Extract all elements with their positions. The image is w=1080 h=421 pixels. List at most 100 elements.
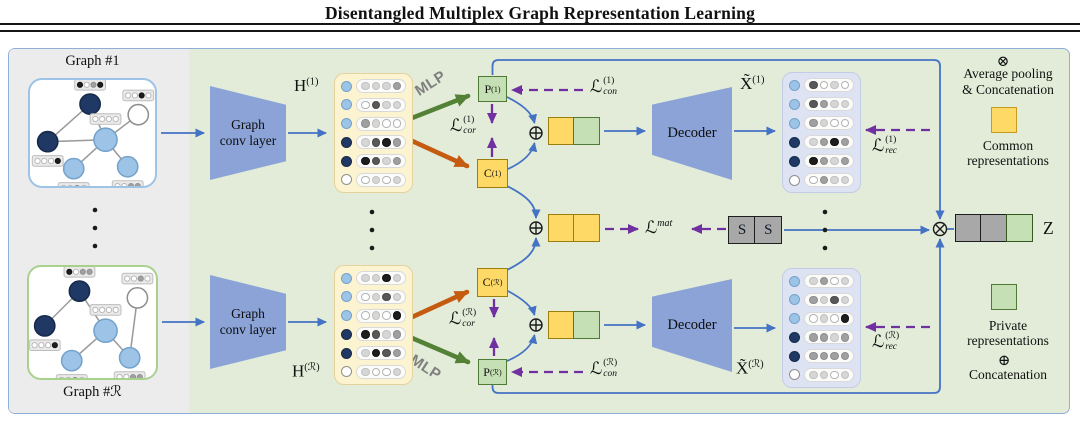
feature-dot [840,314,849,323]
chip-dot [90,81,97,88]
chip-dot [73,268,80,275]
feature-dot [840,175,849,185]
chip-dot [92,115,99,123]
chip-dot [137,275,144,282]
feature-dot [830,295,839,305]
PR-block: P(ℛ) [478,359,507,385]
chip-dot [74,184,80,186]
chip-dot [124,275,131,282]
feature-dot [830,156,839,166]
feature-dot [819,333,828,342]
node-color-cell [789,117,800,129]
node-color-cell [341,291,352,303]
chip-dot [92,306,99,313]
feature-dot [840,333,849,342]
feature-dot [830,276,839,286]
C1-block: C(1) [477,159,508,188]
feature-dot [809,175,818,185]
feature-dot [382,81,391,91]
chip-dot [38,342,45,349]
feature-pill [804,116,854,130]
feature-dot [830,118,839,128]
legend-private-line1: Private [988,318,1028,333]
feature-dot [809,370,818,380]
chip-dot [136,373,143,378]
feature-pill [356,346,406,361]
feature-dot [830,137,839,147]
feature-dot [382,156,391,166]
node-feature-chip [55,374,88,378]
common-representations-swatch [991,107,1017,133]
chip-dot [129,373,137,378]
feature-dot [361,100,370,110]
chip-dot [145,92,152,99]
matrix-row [789,349,854,364]
feature-dot [382,367,391,377]
feature-dot [382,330,391,339]
feature-dot [809,295,818,305]
feature-dot [819,370,828,380]
chip-dot [61,184,66,186]
feature-dot [371,292,380,302]
graph-node [116,155,139,178]
graph1-box [28,78,157,188]
feature-dot [840,80,849,90]
chip-dot [66,376,71,378]
matrix-row [789,154,854,168]
node-color-cell [341,99,352,111]
node-feature-chip [31,155,64,167]
feature-dot [809,99,818,109]
feature-pill [804,173,854,187]
loss-rec-R: ℒ(ℛ)rec [872,331,900,352]
feature-dot [809,314,818,323]
H1-label: H(1) [294,76,319,95]
matrix-row [789,135,854,149]
chip-dot [59,376,64,378]
feature-dot [830,175,839,185]
feature-pill [804,274,854,288]
common-cell [548,214,575,242]
feature-pill [804,367,854,382]
feature-dot [819,99,828,109]
feature-pill [356,97,406,112]
node-color-cell [341,136,352,148]
feature-dot [819,351,828,361]
feature-dot [371,175,380,185]
feature-dot [809,333,818,342]
Z-gray-cell [955,214,982,242]
feature-pill [804,78,854,92]
chip-dot [97,81,104,88]
node-feature-chip [63,267,96,278]
feature-dot [371,367,380,377]
feature-dot [361,330,370,339]
chip-dot [54,157,61,164]
matrix-row [341,172,406,187]
node-color-cell [789,174,800,186]
X1-matrix [782,72,861,193]
feature-dot [819,314,828,323]
feature-pill [804,97,854,111]
loss-con-1: ℒ(1)con [590,76,617,97]
matrix-row [789,274,854,288]
chip-dot [41,157,48,164]
feature-dot [819,276,828,286]
chip-dot [72,376,78,378]
feature-dot [819,156,828,166]
feature-pill [356,271,406,285]
chip-dot [45,342,52,349]
common-cell [573,214,601,242]
chip-dot [79,268,86,275]
node-color-cell [789,136,800,148]
graph-node [126,286,149,309]
feature-dot [361,156,370,166]
feature-dot [361,292,370,302]
node-feature-chip [29,339,61,351]
P1-block: P(1) [478,76,507,102]
legend-common-line2: representations [967,153,1049,168]
matrix-row [789,330,854,345]
feature-dot [382,119,391,128]
feature-dot [840,351,849,361]
feature-dot [830,351,839,361]
matrix-row [341,289,406,304]
feature-dot [392,292,401,302]
